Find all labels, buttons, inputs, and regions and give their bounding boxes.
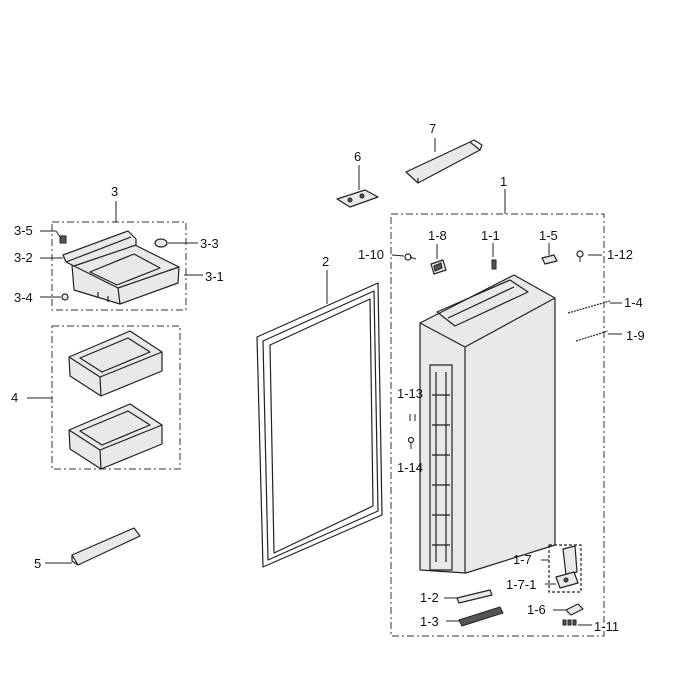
part-1-7-hinge xyxy=(548,544,582,593)
label-1-8: 1-8 xyxy=(428,228,447,243)
label-3-2: 3-2 xyxy=(14,250,33,265)
part-1-3 xyxy=(458,606,504,627)
label-1-10: 1-10 xyxy=(358,247,384,262)
label-3: 3 xyxy=(111,184,118,199)
label-3-4: 3-4 xyxy=(14,290,33,305)
part-7-cover xyxy=(405,139,483,184)
label-4: 4 xyxy=(11,390,18,405)
part-3-group-box xyxy=(51,221,187,311)
part-1-14-screw xyxy=(407,436,415,449)
part-1-9-rod xyxy=(575,330,609,342)
part-1-group-box xyxy=(390,213,605,637)
label-3-5: 3-5 xyxy=(14,223,33,238)
part-1-12-screw xyxy=(576,250,584,262)
label-1-13: 1-13 xyxy=(397,386,423,401)
part-3-5-clip xyxy=(59,235,67,244)
label-2: 2 xyxy=(322,254,329,269)
label-1-11: 1-11 xyxy=(594,619,619,634)
part-1-1 xyxy=(491,259,497,270)
part-1-6 xyxy=(565,603,584,616)
part-4-shelf-bottom xyxy=(68,403,163,470)
part-1-11-clips xyxy=(562,619,577,626)
part-6-bracket xyxy=(336,189,379,208)
part-2-gasket xyxy=(256,282,383,568)
label-1-9: 1-9 xyxy=(626,328,645,343)
label-3-3: 3-3 xyxy=(200,236,219,251)
label-1-2: 1-2 xyxy=(420,590,439,605)
label-5: 5 xyxy=(34,556,41,571)
part-1-door-body xyxy=(419,274,556,574)
label-7: 7 xyxy=(429,121,436,136)
label-1-3: 1-3 xyxy=(420,614,439,629)
label-1-1: 1-1 xyxy=(481,228,500,243)
label-1: 1 xyxy=(500,174,507,189)
part-5-bar xyxy=(71,527,141,566)
part-3-4-screw xyxy=(61,293,69,301)
part-3-3-knob xyxy=(154,238,168,248)
label-6: 6 xyxy=(354,149,361,164)
part-1-5 xyxy=(541,254,558,265)
part-3-2-cover xyxy=(62,230,137,267)
label-1-6: 1-6 xyxy=(527,602,546,617)
label-1-12: 1-12 xyxy=(607,247,633,262)
label-1-4: 1-4 xyxy=(624,295,643,310)
label-1-7: 1-7 xyxy=(513,552,532,567)
part-1-8 xyxy=(430,259,447,275)
label-1-7-1: 1-7-1 xyxy=(506,577,536,592)
label-1-5: 1-5 xyxy=(539,228,558,243)
label-1-14: 1-14 xyxy=(397,460,423,475)
part-1-10-screw xyxy=(404,253,417,261)
label-3-1: 3-1 xyxy=(205,269,224,284)
part-1-4-spring xyxy=(567,300,611,314)
part-4-shelf-top xyxy=(68,330,163,397)
part-1-13-screws xyxy=(409,414,416,421)
part-1-2 xyxy=(456,589,493,604)
